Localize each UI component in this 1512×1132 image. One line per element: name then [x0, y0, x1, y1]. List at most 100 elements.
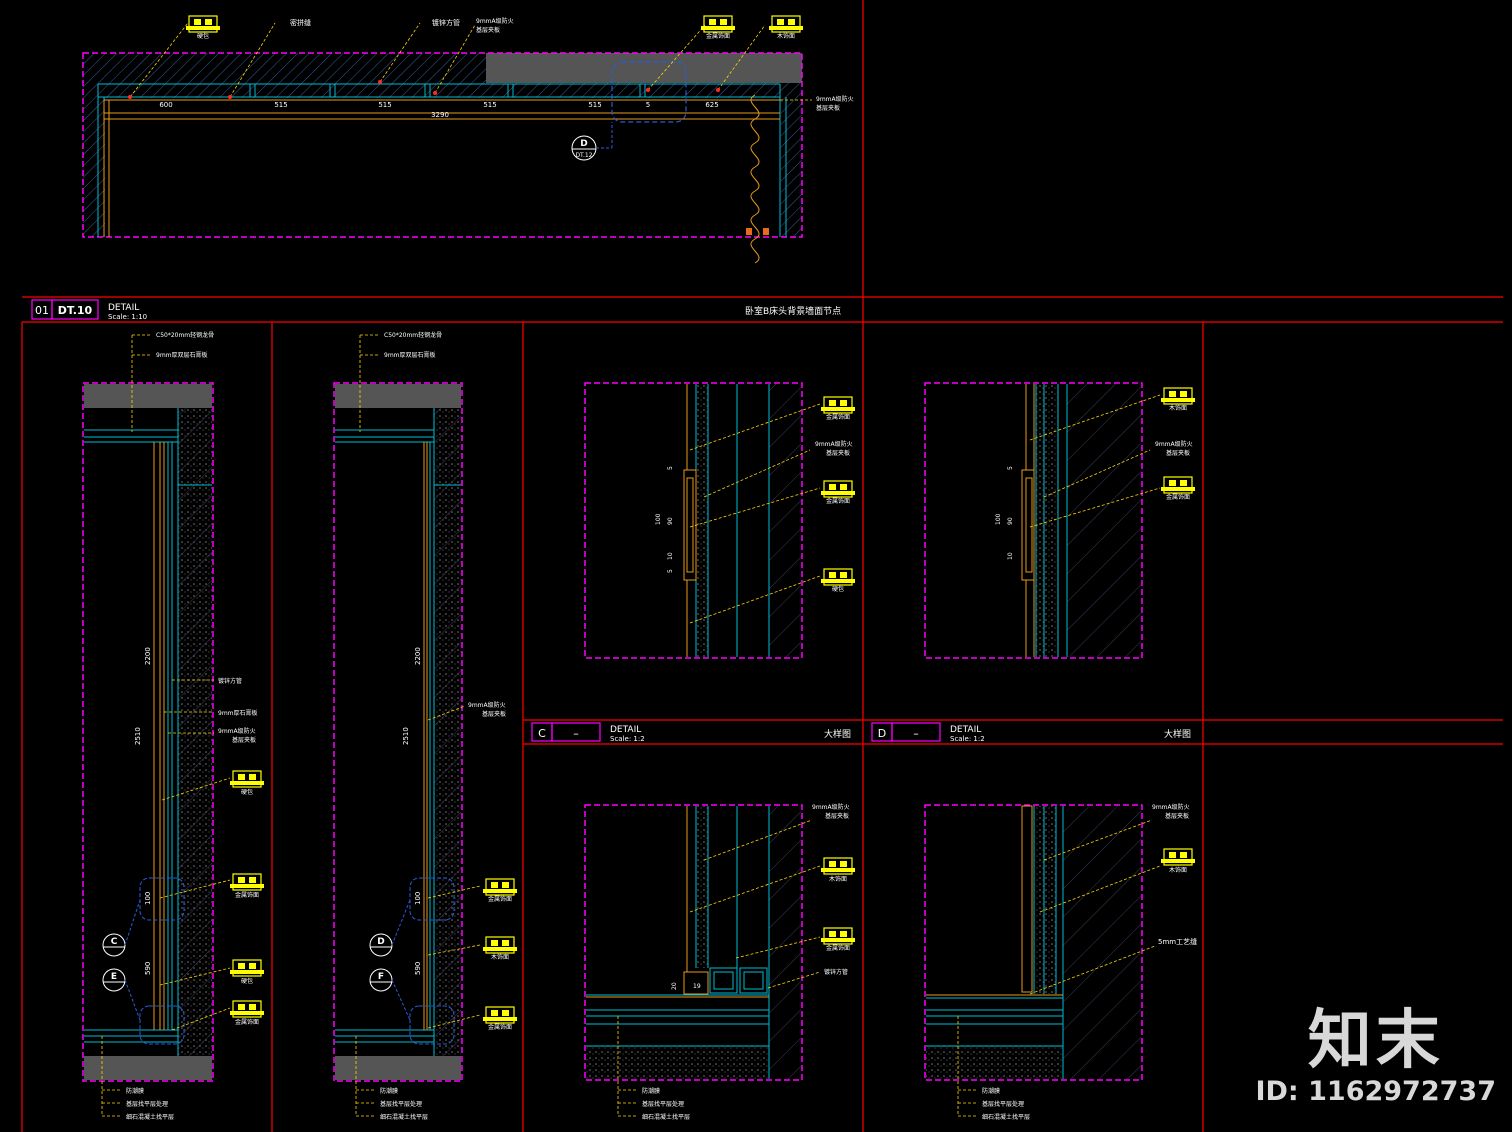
svg-text:–: – — [573, 727, 579, 740]
title-sheet-ref: DT.10 — [58, 304, 93, 317]
title-block-detail-d: D – DETAIL Scale: 1:2 大样图 — [871, 722, 1191, 743]
plan-dim-2: 515 — [274, 101, 287, 109]
svg-text:木饰面: 木饰面 — [829, 875, 847, 883]
detail-d-lower: 9mmA级防火 基层夹板 木饰面 5mm工艺缝 防潮膜 基层找平层处理 细石混凝… — [924, 803, 1197, 1121]
svg-text:金属饰面: 金属饰面 — [235, 891, 259, 899]
title-block-main: 01 DT.10 DETAIL Scale: 1:10 卧室B床头背景墙面节点 — [31, 299, 841, 321]
svg-text:DETAIL: DETAIL — [950, 725, 981, 735]
section-left: 2200 2510 100 590 C50*20mm轻钢龙骨 9mm厚双层石膏板… — [82, 331, 265, 1121]
brand-watermark: 知末 ID: 1162972737 — [1255, 1006, 1496, 1108]
svg-text:基层夹板: 基层夹板 — [482, 710, 506, 718]
svg-text:F: F — [378, 972, 384, 982]
svg-text:基层找平层处理: 基层找平层处理 — [126, 1100, 168, 1108]
svg-text:–: – — [913, 727, 919, 740]
svg-text:硬包: 硬包 — [197, 32, 209, 40]
plan-dim-5: 515 — [588, 101, 601, 109]
title-block-detail-c: C – DETAIL Scale: 1:2 大样图 — [531, 722, 851, 743]
svg-text:基层夹板: 基层夹板 — [232, 736, 256, 744]
plan-dim-total: 3290 — [431, 111, 449, 119]
sheet-frame — [21, 0, 1503, 1132]
svg-text:100: 100 — [144, 892, 152, 905]
svg-text:D: D — [878, 727, 886, 740]
svg-text:9mmA级防火: 9mmA级防火 — [1155, 440, 1193, 448]
svg-text:金属饰面: 金属饰面 — [488, 1023, 512, 1031]
svg-text:C: C — [111, 937, 118, 947]
svg-text:5: 5 — [667, 569, 674, 573]
svg-text:木饰面: 木饰面 — [777, 32, 795, 40]
svg-text:硬包: 硬包 — [241, 788, 253, 796]
svg-text:金属饰面: 金属饰面 — [826, 944, 850, 952]
svg-text:硬包: 硬包 — [832, 585, 844, 593]
section-right: 2200 2510 100 590 C50*20mm轻钢龙骨 9mm厚双层石膏板… — [333, 331, 518, 1121]
title-number: 01 — [35, 304, 49, 317]
svg-text:100: 100 — [414, 892, 422, 905]
svg-text:基层夹板: 基层夹板 — [1165, 812, 1189, 820]
section-left-callout-c: C — [102, 899, 141, 957]
svg-text:金属饰面: 金属饰面 — [706, 32, 730, 40]
plan-dim-4: 515 — [483, 101, 496, 109]
svg-text:金属饰面: 金属饰面 — [826, 497, 850, 505]
svg-text:10: 10 — [1007, 552, 1014, 560]
svg-text:防潮膜: 防潮膜 — [380, 1087, 398, 1095]
svg-text:Scale: 1:2: Scale: 1:2 — [610, 735, 645, 743]
svg-text:金属饰面: 金属饰面 — [826, 413, 850, 421]
detail-c-upper: 100 90 10 5 5 金属饰面 9mmA级防火 基层夹板 金属饰面 硬包 — [584, 382, 856, 659]
plan-dim-3: 515 — [378, 101, 391, 109]
svg-text:DT.12: DT.12 — [575, 152, 592, 159]
svg-text:100: 100 — [995, 513, 1002, 525]
svg-text:C50*20mm轻钢龙骨: C50*20mm轻钢龙骨 — [156, 331, 214, 339]
section-right-callout-f: F — [369, 968, 411, 1021]
svg-text:9mm厚双层石膏板: 9mm厚双层石膏板 — [384, 351, 436, 359]
svg-text:DETAIL: DETAIL — [610, 725, 641, 735]
svg-text:9mmA级防火: 9mmA级防火 — [812, 803, 850, 811]
svg-text:9mmA级防火: 9mmA级防火 — [1152, 803, 1190, 811]
svg-text:基层找平层处理: 基层找平层处理 — [642, 1100, 684, 1108]
brand-id: ID: 1162972737 — [1255, 1076, 1496, 1107]
svg-text:木饰面: 木饰面 — [491, 953, 509, 961]
svg-text:Scale: 1:2: Scale: 1:2 — [950, 735, 985, 743]
svg-text:9mmA级防火: 9mmA级防火 — [468, 701, 506, 709]
svg-text:5: 5 — [1007, 466, 1014, 470]
svg-text:9mm厚石膏板: 9mm厚石膏板 — [218, 709, 258, 717]
svg-text:防潮膜: 防潮膜 — [126, 1087, 144, 1095]
svg-text:基层夹板: 基层夹板 — [816, 104, 840, 112]
svg-text:基层夹板: 基层夹板 — [1166, 449, 1190, 457]
svg-text:防潮膜: 防潮膜 — [982, 1087, 1000, 1095]
svg-text:9mmA级防火: 9mmA级防火 — [816, 95, 854, 103]
svg-text:590: 590 — [414, 962, 422, 975]
title-label: DETAIL — [108, 303, 139, 313]
svg-text:镀锌方管: 镀锌方管 — [432, 18, 460, 27]
svg-text:硬包: 硬包 — [241, 977, 253, 985]
svg-text:基层夹板: 基层夹板 — [826, 449, 850, 457]
svg-text:木饰面: 木饰面 — [1169, 404, 1187, 412]
svg-text:2510: 2510 — [134, 727, 142, 745]
title-name: 卧室B床头背景墙面节点 — [745, 305, 841, 317]
svg-text:密拼缝: 密拼缝 — [290, 18, 311, 27]
section-left-callout-e: E — [102, 968, 141, 1021]
title-scale: Scale: 1:10 — [108, 313, 147, 321]
svg-text:10: 10 — [667, 552, 674, 560]
detail-d-upper: 100 90 10 5 木饰面 9mmA级防火 基层夹板 金属饰面 — [924, 382, 1196, 659]
svg-text:镀锌方管: 镀锌方管 — [824, 968, 848, 976]
svg-text:100: 100 — [655, 513, 662, 525]
svg-text:大样图: 大样图 — [1164, 728, 1191, 740]
svg-text:D: D — [377, 937, 384, 947]
svg-text:590: 590 — [144, 962, 152, 975]
svg-text:细石混凝土找平层: 细石混凝土找平层 — [380, 1113, 428, 1121]
svg-text:C: C — [538, 727, 546, 740]
svg-text:5mm工艺缝: 5mm工艺缝 — [1158, 937, 1197, 946]
plan-dim-7: 625 — [705, 101, 718, 109]
svg-text:9mm厚双层石膏板: 9mm厚双层石膏板 — [156, 351, 208, 359]
brand-logo: 知末 — [1307, 1004, 1444, 1078]
svg-text:20: 20 — [671, 982, 678, 990]
svg-text:基层夹板: 基层夹板 — [476, 26, 500, 34]
svg-text:2510: 2510 — [402, 727, 410, 745]
svg-text:90: 90 — [1007, 517, 1014, 525]
svg-text:防潮膜: 防潮膜 — [642, 1087, 660, 1095]
svg-text:9mmA级防火: 9mmA级防火 — [476, 17, 514, 25]
svg-text:基层找平层处理: 基层找平层处理 — [982, 1100, 1024, 1108]
plan-view: 600 515 515 515 515 5 625 3290 D DT.12 硬… — [82, 15, 854, 264]
svg-text:细石混凝土找平层: 细石混凝土找平层 — [982, 1113, 1030, 1121]
svg-text:镀锌方管: 镀锌方管 — [218, 677, 242, 685]
